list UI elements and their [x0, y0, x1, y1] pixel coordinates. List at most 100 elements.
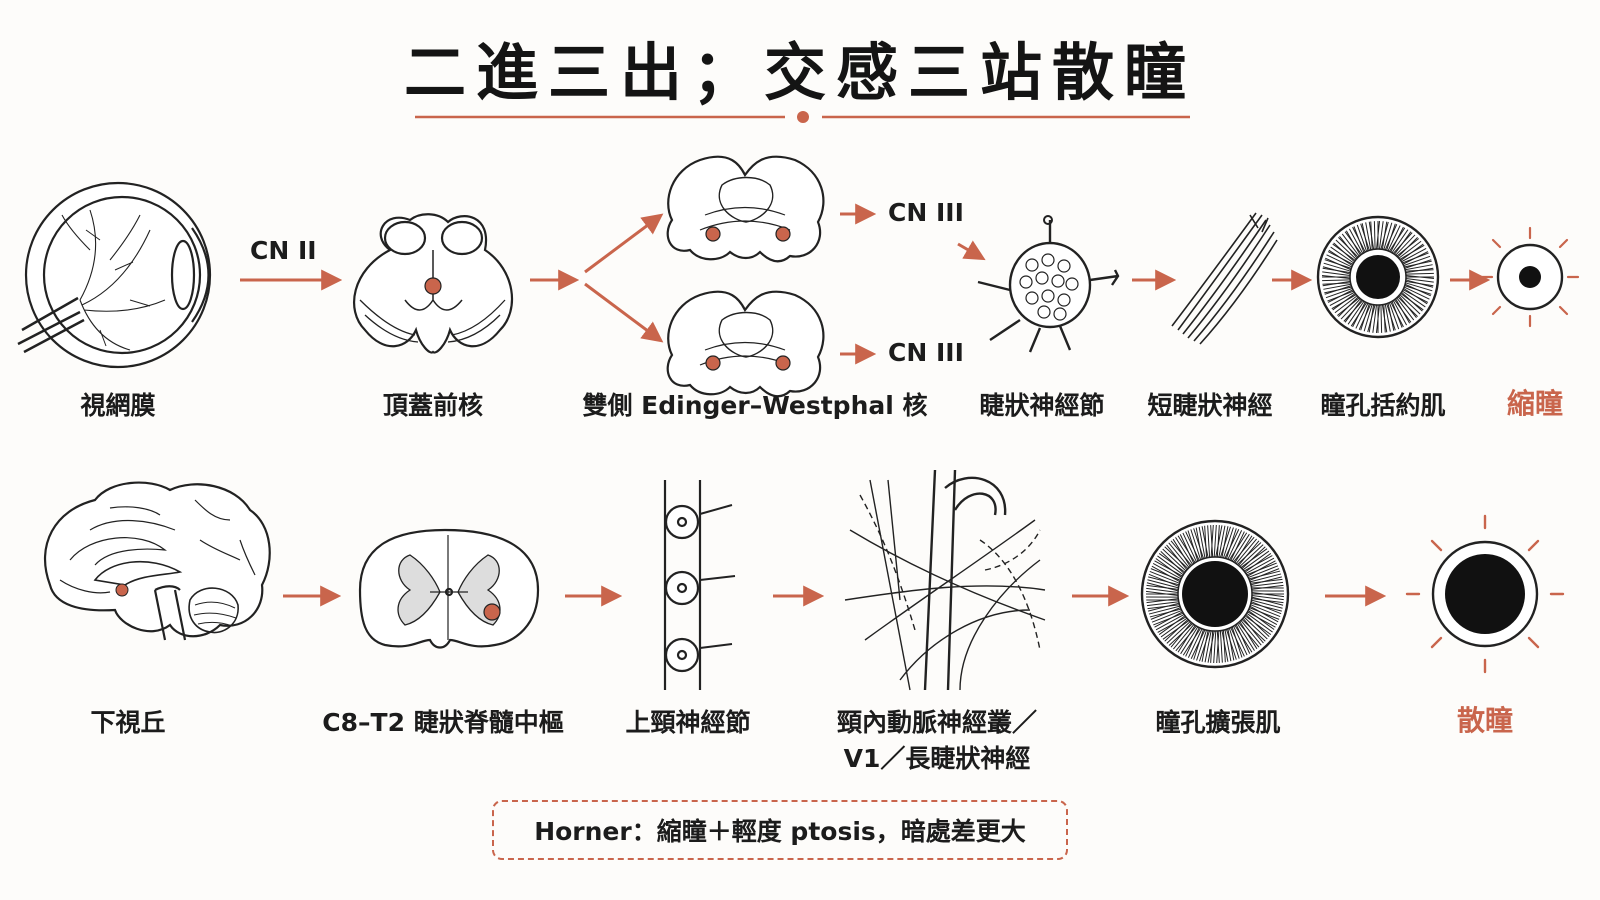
iris-striation [1233, 536, 1255, 563]
node-label-hypothalamus: 下視丘 [90, 708, 166, 737]
iris-striation [1224, 529, 1240, 559]
iris-striation [1148, 602, 1180, 612]
iris-striation [1240, 620, 1262, 646]
arrow-cn3-ganglion [957, 240, 986, 261]
iris-striation [1356, 224, 1368, 252]
iris-striation [1380, 304, 1383, 333]
iris-striation [1235, 624, 1251, 654]
iris-striation [1247, 610, 1275, 630]
dilated-pupil-icon [1405, 514, 1565, 674]
iris-striation [1323, 283, 1352, 290]
iris-striation [1164, 618, 1189, 642]
iris-striation [1327, 251, 1354, 265]
iris-striation [1234, 624, 1253, 653]
iris-striation [1187, 530, 1199, 562]
iris-striation [1324, 285, 1352, 295]
iris-striation [1405, 272, 1434, 275]
node-label-scg: 上頸神經節 [625, 708, 751, 737]
iris-striation [1185, 531, 1200, 561]
iris-striation [1241, 618, 1266, 642]
iris-striation [1402, 289, 1429, 303]
iris-striation [1327, 289, 1354, 303]
iris-striation [1386, 223, 1396, 251]
iris-striation [1155, 558, 1183, 578]
iris-striation [1322, 267, 1351, 274]
iris-striation [1247, 565, 1279, 579]
midbrain-ew-nuclei-icon [666, 290, 825, 398]
iris-striation [1324, 259, 1352, 269]
iris-striation [1228, 627, 1240, 659]
iris-striation [1391, 229, 1409, 254]
edge-label-cn3-upper: CN III [888, 198, 964, 227]
iris-striation [1373, 221, 1376, 250]
iris-striation [1148, 576, 1180, 586]
iris-striation [1237, 542, 1262, 565]
iris-striation [1151, 609, 1183, 623]
iris-striation [1230, 627, 1245, 657]
iris-striation [1219, 630, 1223, 663]
iris-striation [1397, 237, 1418, 258]
iris-striation [1404, 259, 1432, 269]
iris-striation [1246, 612, 1273, 633]
iris-striation [1150, 568, 1181, 581]
iris-striation [1405, 280, 1434, 287]
iris-striation [1243, 555, 1273, 572]
iris-striation [1378, 221, 1384, 250]
iris-striation [1147, 604, 1180, 610]
iris-striation [1388, 302, 1400, 330]
title-divider [415, 111, 1190, 123]
iris-striation [1400, 293, 1424, 311]
iris-striation [1241, 546, 1266, 570]
iris-striation [1238, 622, 1260, 648]
iris-striation [1157, 616, 1187, 633]
iris-striation [1233, 625, 1248, 656]
iris-striation [1201, 526, 1209, 558]
iris-striation [1330, 246, 1355, 264]
iris-striation [1251, 584, 1284, 590]
iris-striation [1243, 616, 1268, 640]
iris-striation [1242, 617, 1264, 644]
iris-striation [1329, 291, 1355, 307]
iris-striation [1332, 293, 1356, 311]
horner-note-text: Horner：縮瞳＋輕度 ptosis，暗處差更大 [534, 817, 1026, 846]
node-label-ciliary-ganglion: 睫狀神經節 [979, 391, 1105, 420]
node-label-dilator: 瞳孔擴張肌 [1155, 708, 1281, 737]
iris-striation [1225, 629, 1237, 660]
iris-striation [1210, 524, 1214, 558]
iris-striation [1335, 239, 1357, 260]
iris-striation [1340, 298, 1361, 320]
node-label-retina: 視網膜 [80, 391, 156, 420]
iris-striation [1251, 596, 1284, 606]
iris-striation [1222, 629, 1226, 663]
iris-striation [1403, 255, 1431, 267]
iris-striation [1365, 222, 1372, 251]
iris-striation [1160, 550, 1185, 574]
iris-striation [1170, 540, 1192, 566]
iris-striation [1251, 598, 1284, 604]
iris-striation [1204, 525, 1208, 559]
iris-striation [1207, 525, 1211, 558]
iris-striation [1401, 290, 1426, 308]
iris-striation [1201, 630, 1209, 662]
iris-striation [1146, 584, 1179, 590]
iris-striation [1231, 533, 1250, 562]
sympathetic-chain-icon [663, 480, 736, 690]
iris-striation [1166, 621, 1191, 644]
iris-striation [1150, 607, 1181, 620]
iris-striation [1199, 630, 1211, 662]
node-label-carotid-plexus-line1: 頸內動脈神經叢／ [836, 708, 1038, 737]
iris-striation [1155, 614, 1185, 631]
iris-striation [1251, 601, 1282, 615]
iris-striation [1344, 299, 1362, 323]
iris-striation [1153, 612, 1184, 626]
iris-striation [1168, 542, 1190, 568]
iris-striation [1251, 581, 1284, 587]
iris-striation [1234, 535, 1253, 564]
iris-striation [1182, 627, 1202, 656]
node-label-carotid-plexus: 頸內動脈神經叢／ V1／長睫狀神經 [837, 705, 1037, 777]
iris-striation [1250, 576, 1282, 586]
iris-striation [1152, 562, 1182, 580]
arrow-ew-upper [584, 213, 664, 274]
iris-striation [1175, 625, 1197, 652]
